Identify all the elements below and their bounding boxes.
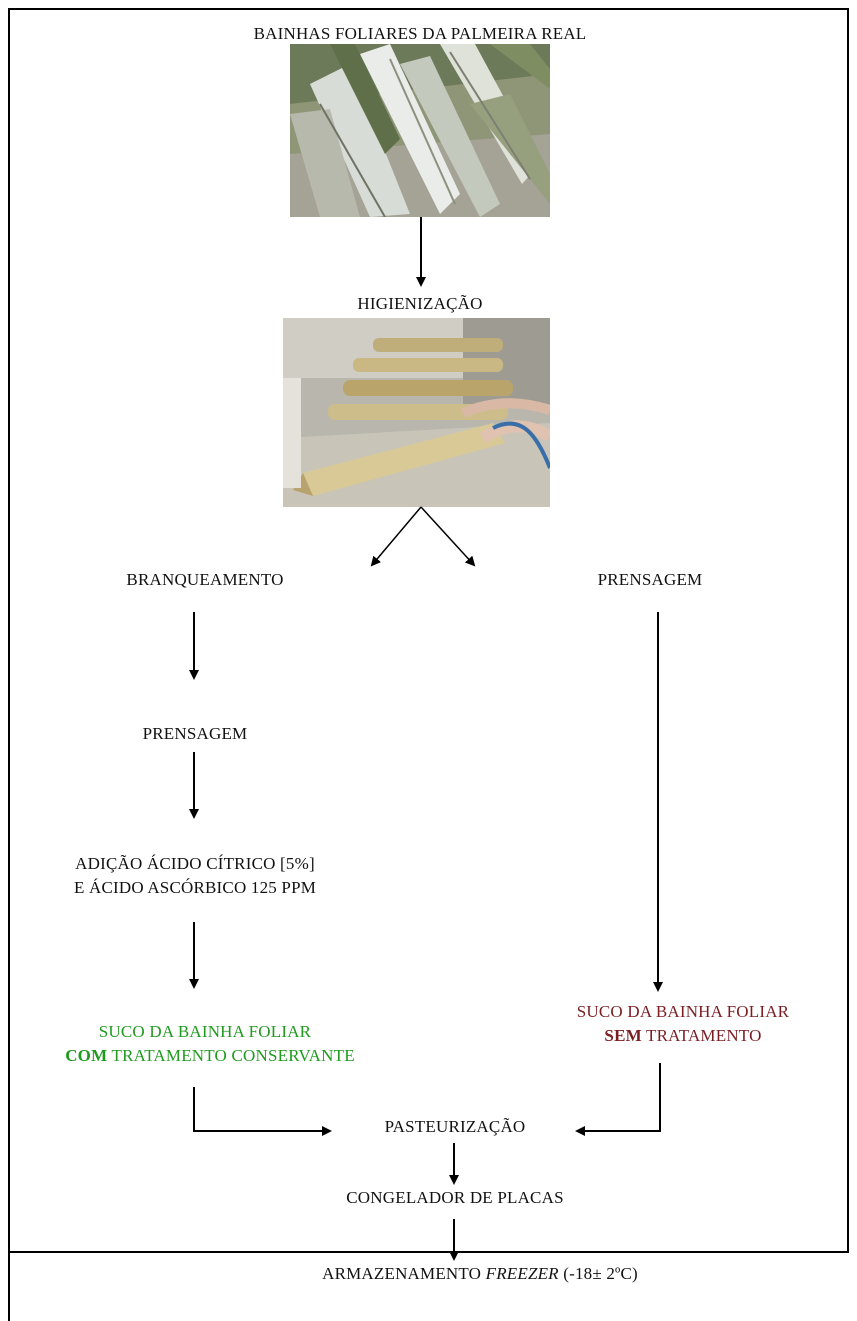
arrow-treated-juice-to-pasteurization [193, 1087, 332, 1136]
arrow-untreated-juice-to-pasteurization [575, 1063, 661, 1136]
storage-suffix: (-18± 2ºC) [558, 1264, 638, 1283]
additive-node-label-line1: ADIÇÃO ÁCIDO CÍTRICO [5%] [75, 854, 315, 873]
freezer-plates-node-label: CONGELADOR DE PLACAS [346, 1188, 564, 1207]
untreated-juice-label-line2: SEM TRATAMENTO [528, 1024, 838, 1048]
arrow-hygiene-to-blanching [370, 506, 422, 567]
storage-node-label: ARMAZENAMENTO FREEZER (-18± 2ºC) [230, 1262, 730, 1286]
blanching-node-label: BRANQUEAMENTO [126, 570, 284, 589]
treated-juice-label-line1: SUCO DA BAINHA FOLIAR [98, 1022, 312, 1041]
frame-top-border [8, 8, 849, 10]
pressing-left-node-label: PRENSAGEM [142, 724, 248, 743]
untreated-juice-rest: TRATAMENTO [641, 1026, 762, 1045]
pressing-right-node-label: PRENSAGEM [597, 570, 703, 589]
pasteurization-node-label: PASTEURIZAÇÃO [384, 1117, 526, 1136]
additive-node-label-line2: E ÁCIDO ASCÓRBICO 125 PPM [73, 878, 317, 897]
source-node-label: BAINHAS FOLIARES DA PALMEIRA REAL [253, 24, 587, 43]
arrow-hygiene-to-pressing-right [420, 506, 476, 567]
treated-juice-label-line2: COM TRATAMENTO CONSERVANTE [10, 1044, 410, 1068]
storage-prefix: ARMAZENAMENTO [322, 1264, 486, 1283]
storage-freezer-italic: FREEZER [485, 1264, 559, 1283]
frame-right-border [847, 8, 849, 1253]
palm-leaf-sheaths-photo [290, 44, 550, 217]
hygienization-node-label: HIGIENIZAÇÃO [357, 294, 483, 313]
untreated-juice-label-line1: SUCO DA BAINHA FOLIAR [576, 1002, 790, 1021]
treated-juice-bold-word: COM [65, 1046, 108, 1065]
frame-bottom-border [8, 1251, 849, 1253]
untreated-juice-bold-word: SEM [604, 1026, 642, 1045]
hygienization-photo [283, 318, 550, 507]
frame-left-border [8, 8, 10, 1321]
treated-juice-rest: TRATAMENTO CONSERVANTE [107, 1046, 355, 1065]
